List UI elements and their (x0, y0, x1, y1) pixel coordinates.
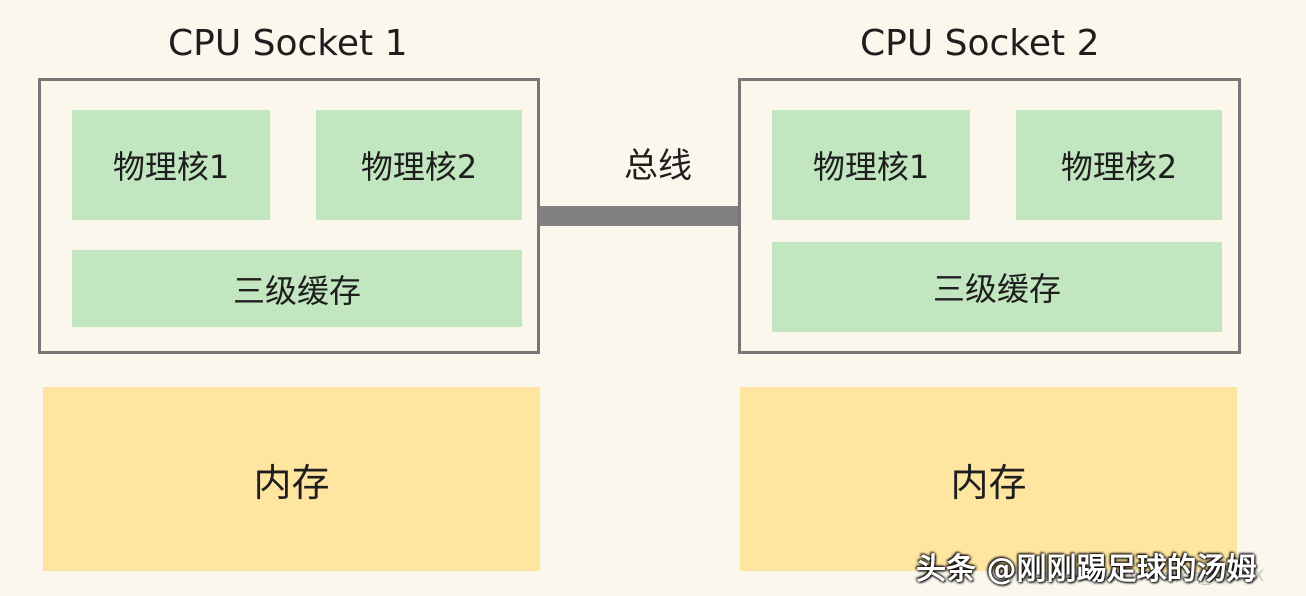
bus-connector (538, 206, 741, 226)
socket-1-l3-cache: 三级缓存 (72, 250, 522, 327)
socket-2-l3-cache: 三级缓存 (772, 242, 1222, 332)
socket-2-core-2-label: 物理核2 (1060, 148, 1178, 186)
socket-1-core-2: 物理核2 (316, 110, 522, 220)
socket-1-core-2-label: 物理核2 (360, 148, 478, 186)
socket-1-core-1: 物理核1 (72, 110, 270, 220)
socket-2-core-1: 物理核1 (772, 110, 970, 220)
faint-url-watermark: https://blog.csdn.net/qq_XXXXX (1010, 566, 1265, 585)
socket-1-core-1-label: 物理核1 (112, 148, 230, 186)
socket-2-core-1-label: 物理核1 (812, 148, 930, 186)
socket-1-memory-label: 内存 (253, 460, 330, 505)
socket-1-memory: 内存 (43, 387, 540, 571)
author-watermark: 头条 @刚刚踢足球的汤姆 (916, 552, 1257, 587)
socket-2-memory: 内存 (740, 387, 1237, 571)
socket-2-core-2: 物理核2 (1016, 110, 1222, 220)
socket-2-title: CPU Socket 2 (860, 23, 1100, 64)
socket-1-title: CPU Socket 1 (168, 23, 408, 64)
socket-2-memory-label: 内存 (950, 460, 1027, 505)
socket-2-l3-cache-label: 三级缓存 (932, 270, 1061, 308)
bus-label: 总线 (624, 146, 692, 186)
cpu-socket-2 (738, 78, 1241, 354)
socket-1-l3-cache-label: 三级缓存 (232, 271, 361, 310)
